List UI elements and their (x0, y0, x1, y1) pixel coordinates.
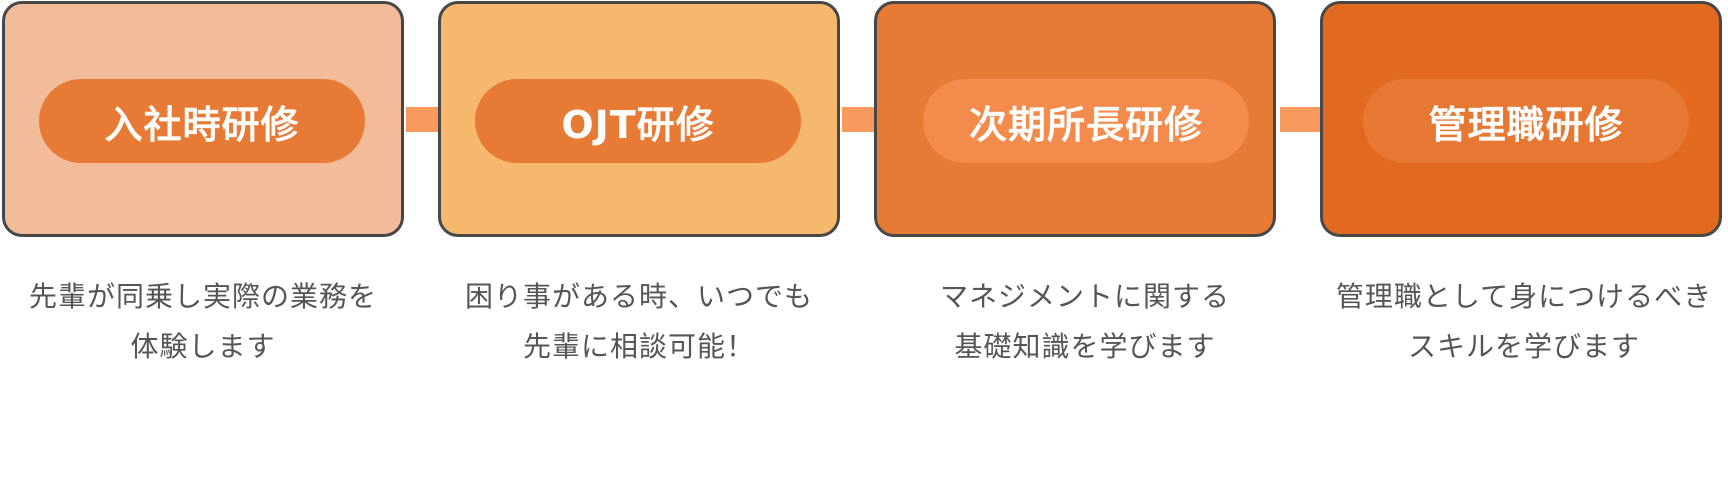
step-title-pill-4: 管理職研修 (1363, 79, 1689, 163)
step-description-1: 先輩が同乗し実際の業務を 体験します (0, 272, 413, 372)
step-title-3: 次期所長研修 (968, 102, 1203, 147)
step-description-2: 困り事がある時、いつでも 先輩に相談可能！ (429, 272, 849, 372)
step-description-4-line-2: スキルを学びます (1407, 330, 1640, 363)
connector-3-4 (1280, 107, 1322, 132)
step-description-1-line-1: 先輩が同乗し実際の業務を (28, 280, 377, 313)
step-card-2: OJT研修 (438, 1, 840, 237)
step-title-pill-2: OJT研修 (475, 79, 801, 163)
step-description-1-line-2: 体験します (130, 330, 276, 363)
step-description-2-line-2: 先輩に相談可能！ (522, 330, 755, 363)
step-title-pill-1: 入社時研修 (39, 79, 365, 163)
step-title-pill-3: 次期所長研修 (923, 79, 1249, 163)
step-description-4-line-1: 管理職として身につけるべき (1335, 280, 1713, 313)
step-description-3-line-1: マネジメントに関する (939, 280, 1230, 313)
step-description-4: 管理職として身につけるべき スキルを学びます (1314, 272, 1728, 372)
step-card-3: 次期所長研修 (874, 1, 1276, 237)
step-title-4: 管理職研修 (1428, 102, 1624, 147)
step-title-1: 入社時研修 (104, 102, 300, 147)
step-description-3-line-2: 基礎知識を学びます (954, 330, 1216, 363)
connector-1-2 (406, 107, 440, 132)
step-description-2-line-1: 困り事がある時、いつでも (464, 280, 813, 313)
step-card-4: 管理職研修 (1320, 1, 1722, 237)
connector-2-3 (842, 107, 878, 132)
step-title-2: OJT研修 (561, 102, 715, 147)
step-card-1: 入社時研修 (2, 1, 404, 237)
step-description-3: マネジメントに関する 基礎知識を学びます (875, 272, 1295, 372)
